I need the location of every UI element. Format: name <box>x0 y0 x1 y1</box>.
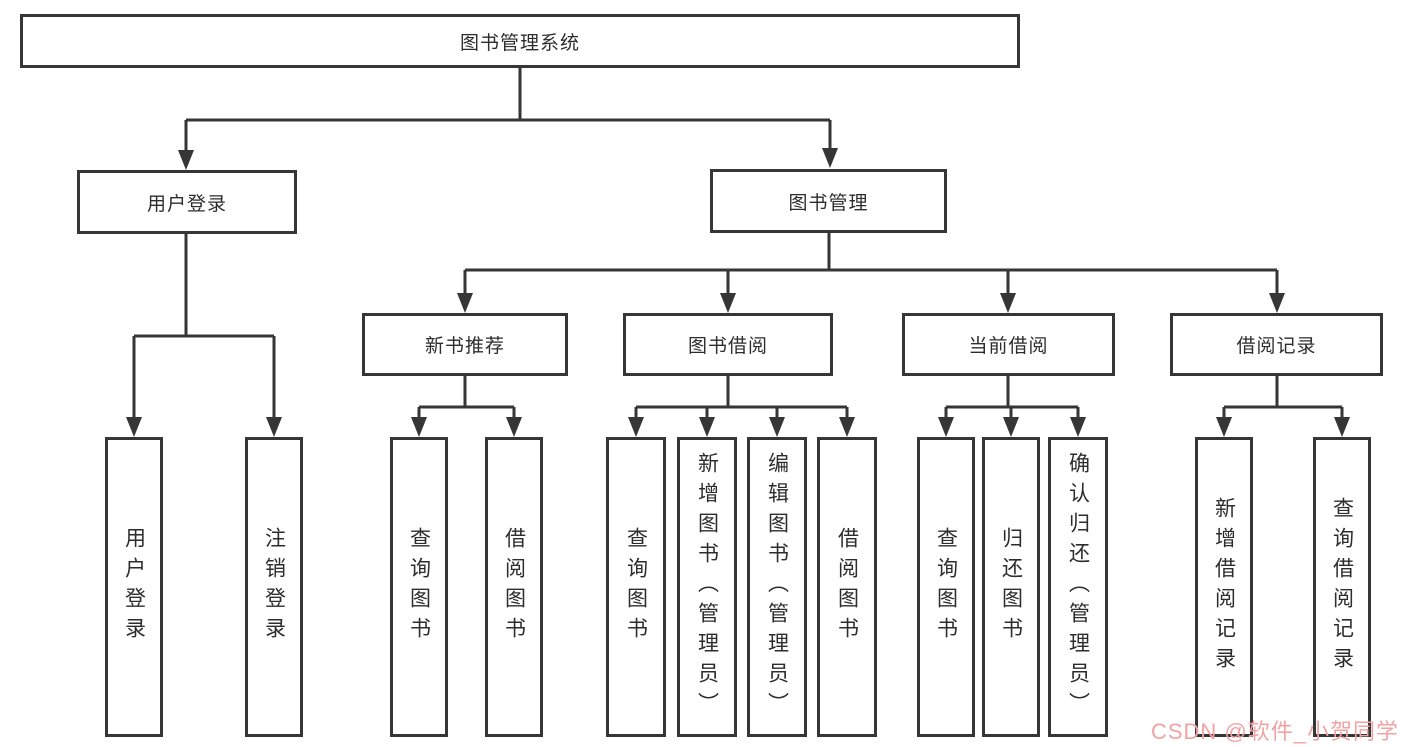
leaf-bb-edit-books-admin: 编辑图书（管理员） <box>747 437 807 737</box>
leaf-nb-query-books: 查询图书 <box>390 437 448 737</box>
leaf-cb-confirm-return-admin: 确认归还（管理员） <box>1048 437 1108 737</box>
node-user-login: 用户登录 <box>77 170 297 234</box>
leaf-br-query-record: 查询借阅记录 <box>1313 437 1371 737</box>
leaf-cb-query-books: 查询图书 <box>917 437 975 737</box>
node-borrowing-records: 借阅记录 <box>1170 313 1383 376</box>
leaf-cb-return-books: 归还图书 <box>982 437 1040 737</box>
leaf-nb-borrow-books: 借阅图书 <box>485 437 543 737</box>
node-current-borrowing: 当前借阅 <box>902 313 1115 376</box>
leaf-logout: 注销登录 <box>245 437 303 737</box>
node-root-system: 图书管理系统 <box>20 14 1020 68</box>
leaf-br-add-record: 新增借阅记录 <box>1195 437 1253 737</box>
node-book-management: 图书管理 <box>710 169 947 233</box>
leaf-bb-borrow-books: 借阅图书 <box>817 437 877 737</box>
leaf-user-login: 用户登录 <box>105 437 163 737</box>
node-new-book-recommendation: 新书推荐 <box>362 313 568 376</box>
leaf-bb-add-books-admin: 新增图书（管理员） <box>677 437 737 737</box>
leaf-bb-query-books: 查询图书 <box>606 437 666 737</box>
watermark: CSDN @软件_小贺同学 <box>1150 719 1399 744</box>
connector-line <box>132 68 1344 421</box>
node-book-borrowing: 图书借阅 <box>623 313 833 376</box>
